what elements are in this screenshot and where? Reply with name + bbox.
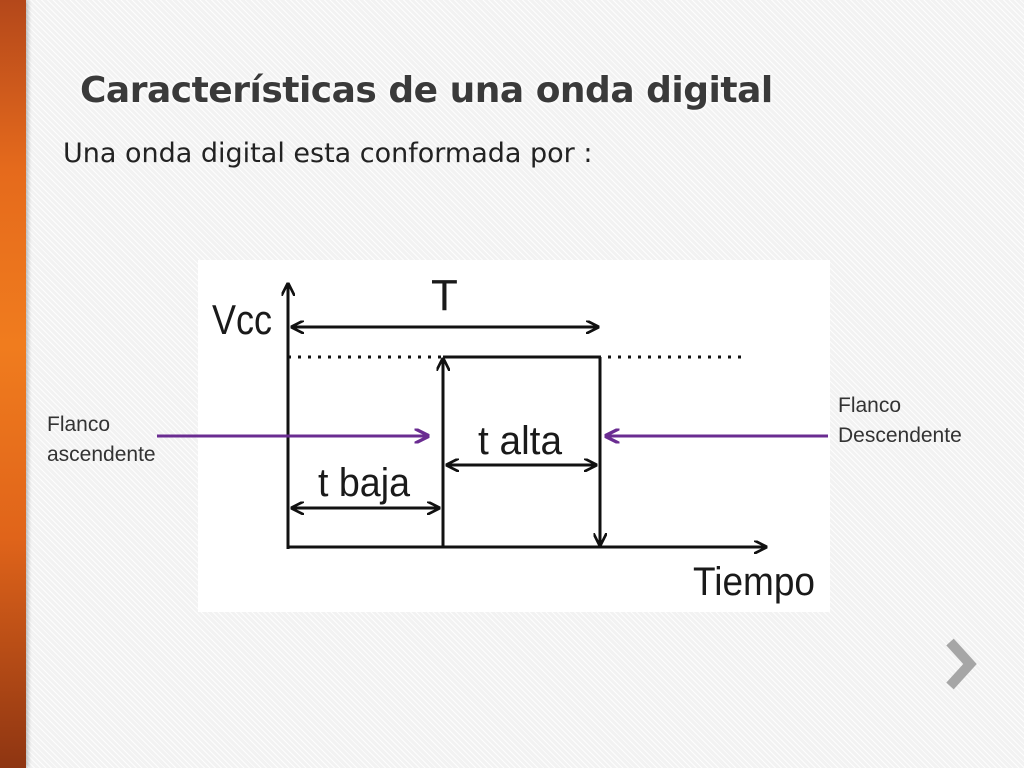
falling-edge-callout: Flanco Descendente [838, 391, 962, 451]
rising-edge-callout-line2: ascendente [47, 443, 156, 466]
y-axis-label: Vcc [212, 296, 272, 343]
chevron-right-icon[interactable] [940, 638, 980, 690]
high-time-label: t alta [478, 419, 563, 463]
x-axis-label: Tiempo [693, 560, 815, 604]
rising-edge-callout: Flanco ascendente [47, 410, 156, 470]
accent-sidebar-bar [0, 0, 26, 768]
falling-edge-callout-line1: Flanco [838, 394, 902, 417]
rising-edge-callout-line1: Flanco [47, 413, 111, 436]
falling-edge-callout-line2: Descendente [838, 424, 962, 447]
slide-subtitle: Una onda digital esta conformada por : [63, 138, 593, 169]
waveform-svg: Vcc T t alta t baja Tiempo [212, 271, 815, 604]
period-label: T [431, 271, 458, 320]
low-time-label: t baja [318, 461, 411, 505]
slide-title: Características de una onda digital [80, 70, 773, 111]
